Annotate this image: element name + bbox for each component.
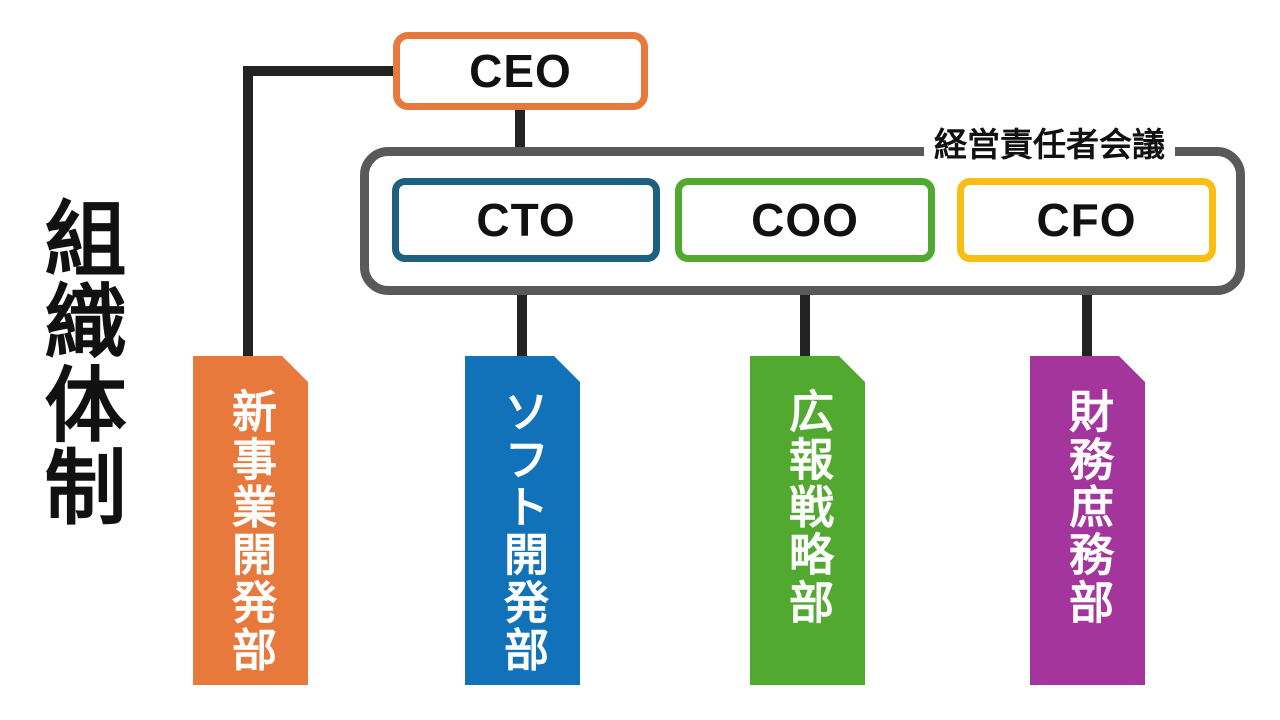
cto-node: CTO	[392, 178, 660, 262]
executive-council-label: 経営責任者会議	[924, 124, 1175, 166]
connector-ceo-to-dept1-horizontal	[243, 66, 395, 76]
department-label: 新事業開発部	[225, 388, 276, 675]
department-banner-finance-general-affairs: 財務庶務部	[1030, 356, 1145, 685]
connector-coo-to-dept3	[800, 292, 810, 358]
connector-cto-to-dept2	[517, 292, 527, 358]
connector-ceo-to-dept1-vertical	[243, 66, 253, 358]
page-title: 組織体制	[32, 196, 123, 528]
ceo-node: CEO	[393, 32, 648, 110]
cfo-node: CFO	[957, 178, 1216, 262]
executive-council-container	[360, 147, 1245, 295]
department-banner-new-business: 新事業開発部	[193, 356, 308, 685]
department-label: 財務庶務部	[1062, 388, 1113, 627]
connector-ceo-to-council	[515, 108, 525, 152]
department-label: ソフト開発部	[497, 388, 548, 675]
department-label: 広報戦略部	[782, 388, 833, 627]
department-banner-pr-strategy: 広報戦略部	[750, 356, 865, 685]
department-banner-software-dev: ソフト開発部	[465, 356, 580, 685]
connector-cfo-to-dept4	[1082, 292, 1092, 358]
coo-node: COO	[675, 178, 935, 262]
